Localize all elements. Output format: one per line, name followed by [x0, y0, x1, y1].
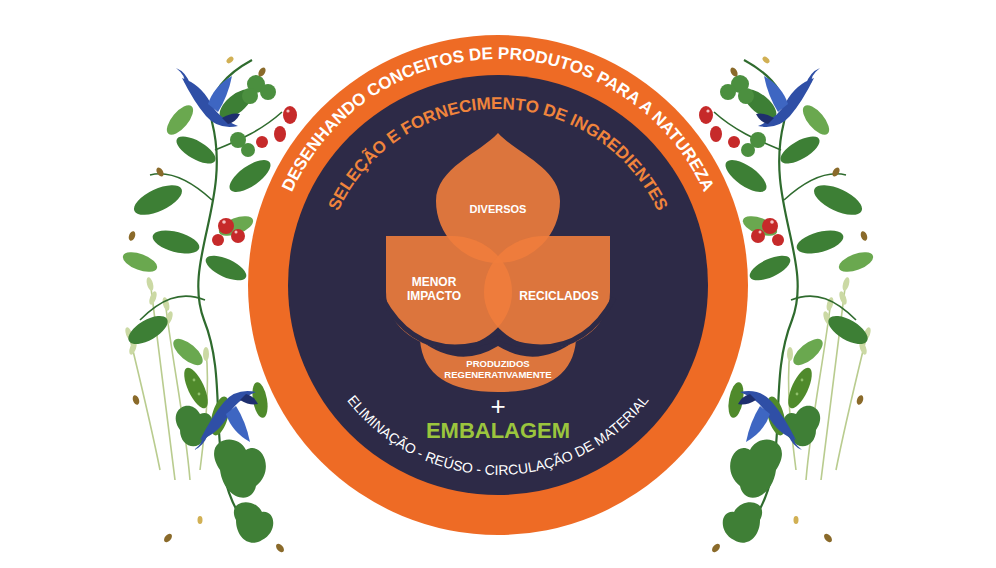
lotus-band: PRODUZIDOS REGENERATIVAMENTE	[420, 340, 576, 392]
lotus-crescent	[382, 298, 498, 347]
petal-right: RECICLADOS	[484, 236, 610, 348]
petal-top-label: DIVERSOS	[442, 203, 554, 216]
inner-circle-fill	[288, 75, 708, 495]
outer-ring: DIVERSOS MENOR IMPACTO RECICLADOS PRODUZIDO…	[248, 35, 748, 535]
lotus-band-label: PRODUZIDOS REGENERATIVAMENTE	[438, 359, 558, 381]
lotus-crescent	[498, 298, 614, 347]
inner-circle-title: SELEÇÃO E FORNECIMENTO DE INGREDIENTES	[325, 94, 672, 213]
petal-right-label: RECICLADOS	[514, 290, 604, 304]
lotus-band-fill	[420, 340, 576, 392]
packaging-title: EMBALAGEM	[388, 420, 608, 442]
outer-ring-fill	[248, 35, 748, 535]
plus-sign: +	[448, 393, 548, 419]
petal-left-label: MENOR IMPACTO	[392, 276, 476, 304]
petal-right-fill	[484, 236, 610, 348]
outer-ring-title: DESENHANDO CONCEITOS DE PRODUTOS PARA A …	[278, 44, 718, 194]
packaging-subtitle: ELIMINAÇÃO - REÚSO - CIRCULAÇÃO DE MATER…	[344, 392, 651, 478]
